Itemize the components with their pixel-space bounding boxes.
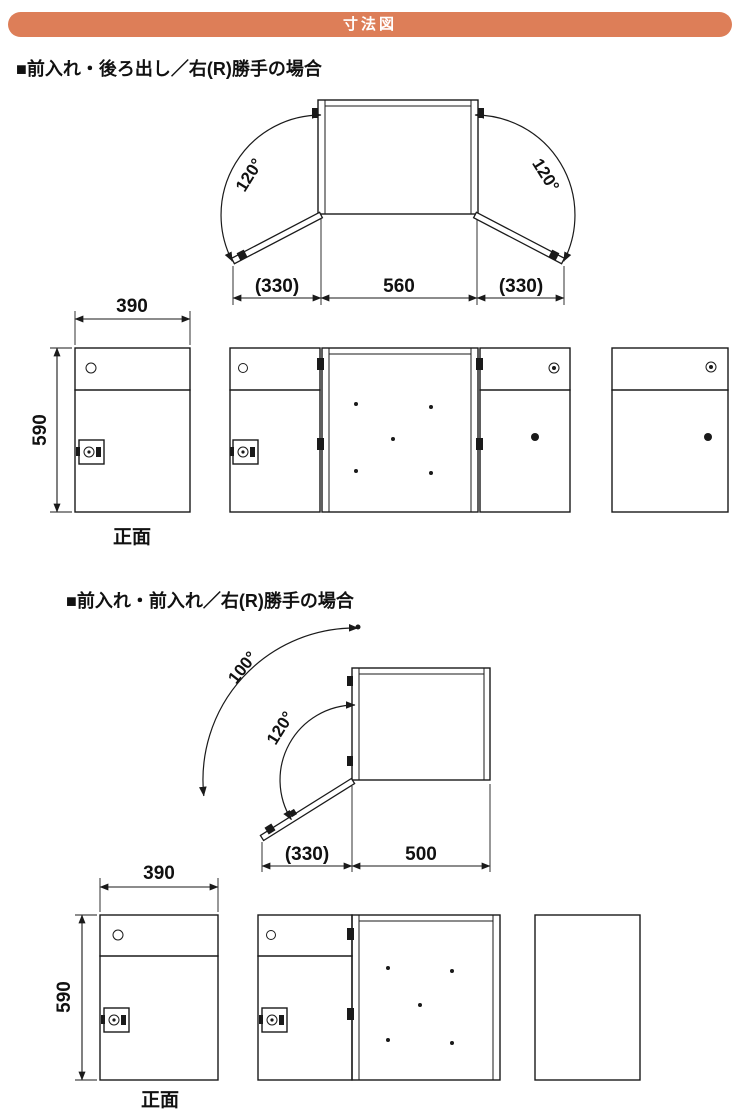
hinge-mark-icon — [312, 108, 318, 118]
dim-330-left: (330) — [255, 276, 299, 297]
angle-label-inner: 120° — [263, 708, 298, 748]
front-view-left-unit-1: 390 590 正面 — [30, 296, 191, 548]
dim-500-s2: 500 — [405, 844, 437, 865]
hinge-mark-icon — [478, 108, 484, 118]
dim-560: 560 — [383, 276, 415, 297]
door-latch-icon — [264, 823, 276, 835]
left-door-open — [230, 211, 324, 265]
section1-heading: ■前入れ・後ろ出し／右(R)勝手の場合 — [16, 59, 322, 79]
knob-icon — [704, 433, 712, 441]
lock-unit-icon — [229, 439, 259, 465]
side-view-unit-1 — [611, 347, 729, 513]
front-view-open-assembly-1 — [229, 347, 571, 513]
dim-390-s1: 390 — [116, 296, 148, 317]
dim-590-s1: 590 — [30, 414, 51, 446]
left-door-swing-arc — [220, 111, 322, 262]
inner-door-swing-arc — [279, 701, 356, 821]
hinge-mark-icon — [347, 928, 354, 940]
side-view-unit-2 — [534, 914, 641, 1081]
section2-heading: ■前入れ・前入れ／右(R)勝手の場合 — [66, 591, 354, 611]
hinge-mark-icon — [317, 438, 324, 450]
front-caption-s1: 正面 — [113, 527, 151, 548]
box-top-view-1 — [312, 99, 484, 215]
keyhole-icon — [238, 363, 248, 373]
box-top-view-2 — [347, 667, 491, 781]
swing-pivot-point — [355, 624, 361, 630]
front-view-left-unit-2: 390 590 正面 — [54, 863, 219, 1111]
dim-330-s2: (330) — [285, 844, 329, 865]
dim-390-s2: 390 — [143, 863, 175, 884]
keyhole-icon — [85, 362, 97, 374]
lock-unit-icon — [100, 1007, 130, 1033]
right-door-open — [472, 211, 566, 265]
section1-front-views: 390 590 正面 — [30, 296, 729, 548]
dim-330-right: (330) — [499, 276, 543, 297]
cylinder-lock-icon — [705, 361, 717, 373]
front-view-open-assembly-2 — [257, 914, 501, 1081]
outer-door-swing-arc — [199, 623, 359, 797]
hinge-mark-icon — [317, 358, 324, 370]
section2-front-views: 390 590 正面 — [54, 863, 641, 1111]
page-title: 寸法図 — [8, 12, 732, 37]
front-caption-s2: 正面 — [141, 1090, 179, 1111]
section1-plan-view: 120° 120° (330) 560 (330) — [220, 99, 576, 305]
hinge-mark-icon — [347, 756, 353, 766]
angle-label-outer: 100° — [224, 648, 261, 688]
hinge-mark-icon — [347, 676, 353, 686]
hinge-mark-icon — [347, 1008, 354, 1020]
open-door-2 — [259, 777, 356, 842]
lock-unit-icon — [75, 439, 105, 465]
right-door-swing-arc — [474, 111, 576, 262]
plan1-dimensions: (330) 560 (330) — [232, 219, 565, 305]
plan2-dimensions: (330) 500 — [261, 784, 491, 872]
dim-590-s2: 590 — [54, 981, 75, 1013]
knob-icon — [531, 433, 539, 441]
cylinder-lock-icon — [548, 362, 560, 374]
keyhole-icon — [266, 930, 276, 940]
angle-label-right: 120° — [528, 155, 563, 195]
keyhole-icon — [112, 929, 124, 941]
lock-unit-icon — [258, 1007, 288, 1033]
section2-plan-view: 100° 120° (330) 500 — [199, 623, 491, 872]
